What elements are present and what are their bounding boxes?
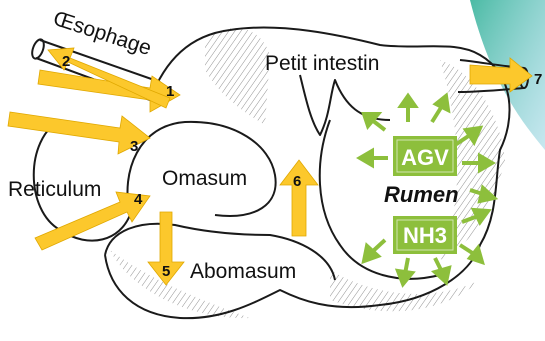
- omasum-label: Omasum: [162, 167, 247, 190]
- step-number-3: 3: [130, 138, 138, 155]
- flow-arrow-6: [280, 160, 318, 236]
- green-arrow-12: [460, 245, 482, 262]
- step-number-7: 7: [534, 71, 542, 88]
- step-number-5: 5: [162, 263, 170, 280]
- flow-arrow-3: [8, 112, 150, 154]
- step-number-2: 2: [62, 53, 70, 70]
- abomasum-label: Abomasum: [190, 260, 296, 283]
- green-arrow-5: [360, 151, 388, 165]
- oesophagus-opening: [30, 38, 46, 60]
- nh3-badge-label: NH3: [403, 223, 447, 248]
- small-intestine-label: Petit intestin: [265, 52, 379, 75]
- green-arrow-10: [398, 258, 412, 284]
- step-number-6: 6: [293, 173, 301, 190]
- step-number-4: 4: [134, 191, 143, 208]
- agv-badge-label: AGV: [401, 145, 449, 170]
- nh3-badge: NH3: [393, 216, 457, 254]
- green-arrow-2: [432, 96, 448, 122]
- rumen-label: Rumen: [384, 182, 459, 207]
- green-arrow-9: [364, 240, 385, 261]
- green-arrow-11: [435, 258, 449, 282]
- step-number-1: 1: [166, 83, 174, 100]
- agv-badge: AGV: [393, 136, 457, 176]
- green-arrow-3: [364, 114, 385, 130]
- green-arrow-1: [401, 96, 415, 122]
- reticulum-label: Reticulum: [8, 178, 101, 201]
